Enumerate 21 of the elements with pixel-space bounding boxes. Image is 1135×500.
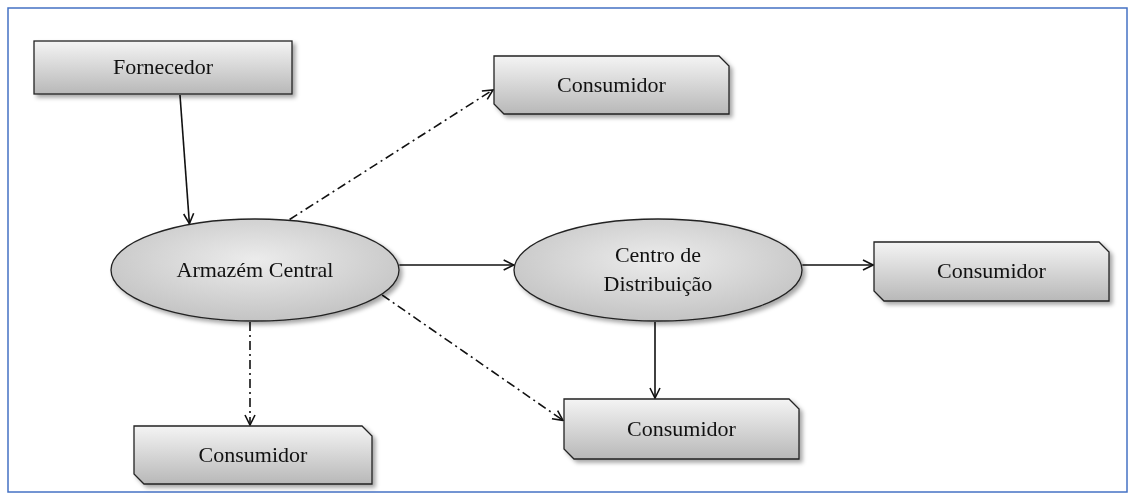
node-label: Centro de Distribuição xyxy=(602,241,714,298)
arrow xyxy=(801,259,874,271)
consumer-box xyxy=(873,241,1110,302)
consumer-box xyxy=(493,55,730,115)
node-label: Fornecedor xyxy=(112,53,214,82)
node-label: Armazém Central xyxy=(176,255,334,284)
arrow xyxy=(649,321,661,399)
arrow xyxy=(381,294,564,422)
node-label: Consumidor xyxy=(198,440,308,469)
node-label: Consumidor xyxy=(627,414,736,443)
process-ellipse xyxy=(110,218,400,322)
node-label: Consumidor xyxy=(557,70,666,99)
node-label: Consumidor xyxy=(937,257,1046,286)
supplier-box xyxy=(33,40,293,95)
arrow xyxy=(244,321,256,426)
arrow xyxy=(179,94,195,225)
consumer-box xyxy=(563,398,800,460)
arrow xyxy=(288,89,494,221)
consumer-box xyxy=(133,425,373,485)
arrow xyxy=(398,259,515,271)
process-ellipse xyxy=(513,218,803,322)
